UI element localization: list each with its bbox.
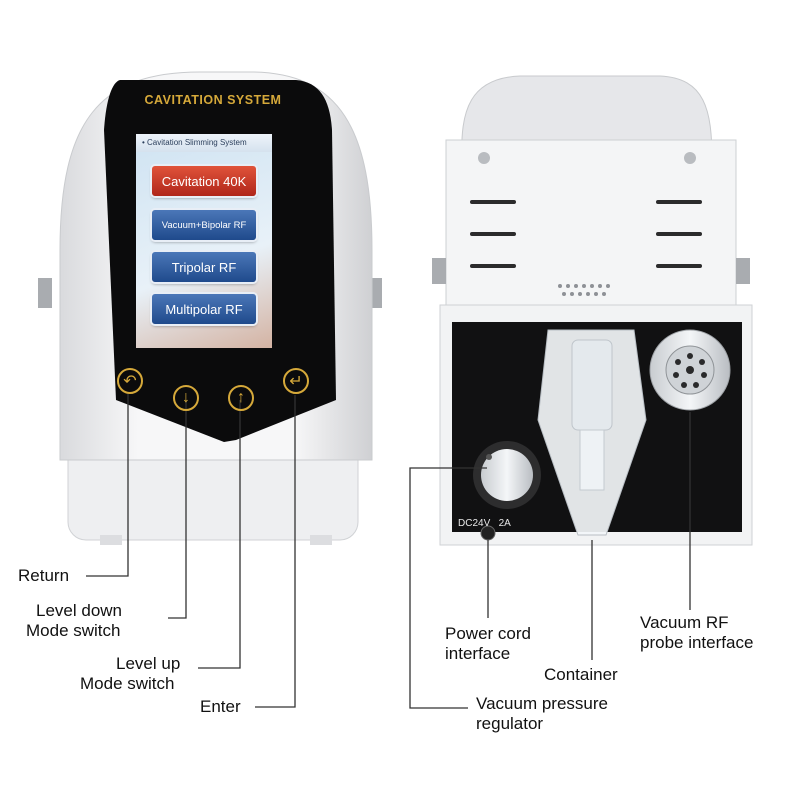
callout-mode-switch-up: Mode switch: [80, 674, 175, 693]
back-upper-body: [445, 139, 737, 311]
callout-mode-switch-down: Mode switch: [26, 621, 121, 640]
callout-level-up: Level up: [116, 654, 181, 673]
callout-power-cord: Power cord: [445, 624, 531, 643]
callout-enter: Enter: [200, 697, 241, 716]
brand-title: CAVITATION SYSTEM: [144, 93, 282, 107]
back-device: [432, 75, 753, 546]
callout-vacuum-pressure: Vacuum pressure: [476, 694, 608, 713]
callout-lines: [86, 392, 691, 709]
tripolar-rf-button[interactable]: Tripolar RF: [152, 252, 256, 282]
button-label: Tripolar RF: [171, 259, 237, 275]
callout-vacuum-rf: Vacuum RF: [640, 613, 729, 632]
screen-header: • Cavitation Slimming System: [136, 134, 272, 152]
callout-return: Return: [18, 566, 70, 585]
button-label: Cavitation 40K: [161, 173, 247, 189]
callout-level-down: Level down: [36, 601, 123, 620]
enter-icon[interactable]: ↵: [283, 368, 309, 394]
arrow-up-icon[interactable]: ↑: [228, 385, 254, 411]
left-side-knob: [38, 278, 52, 308]
button-label: Multipolar RF: [165, 301, 243, 317]
callout-container: Container: [544, 665, 618, 684]
callout-regulator: regulator: [476, 714, 544, 733]
multipolar-rf-button[interactable]: Multipolar RF: [152, 294, 256, 324]
arrow-down-icon[interactable]: ↓: [173, 385, 199, 411]
button-label: Vacuum+Bipolar RF: [161, 219, 247, 231]
vacuum-bipolar-rf-button[interactable]: Vacuum+Bipolar RF: [152, 210, 256, 240]
power-label: DC24V 2A: [458, 518, 511, 529]
cavitation-40k-button[interactable]: Cavitation 40K: [152, 166, 256, 196]
return-icon[interactable]: ↶: [117, 368, 143, 394]
callout-probe-interface: probe interface: [640, 633, 754, 652]
callout-power-interface: interface: [445, 644, 511, 663]
